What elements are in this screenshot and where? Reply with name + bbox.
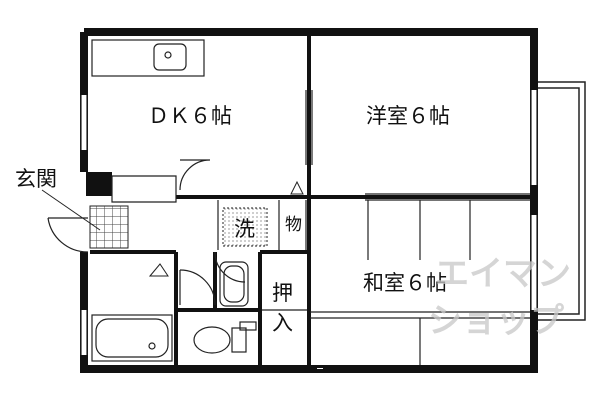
wash-label: 洗 [234, 217, 255, 241]
window-frames [80, 90, 538, 355]
washer-space [222, 207, 268, 247]
watermark-line1: エイマン [435, 254, 571, 294]
pillar [86, 172, 112, 196]
toilet [193, 321, 257, 354]
storage-mark [290, 180, 304, 195]
room-label-dk: ＤＫ６帖 [148, 104, 232, 128]
bathtub [91, 314, 173, 362]
closet-label-top: 押 [272, 281, 293, 305]
room-label-western: 洋室６帖 [366, 104, 450, 128]
hall-mark [148, 263, 169, 277]
entrance-step [111, 175, 177, 203]
room-label-japanese: 和室６帖 [363, 271, 447, 295]
entrance-tiles [89, 205, 129, 249]
vanity [219, 261, 249, 307]
entrance-label: 玄関 [15, 167, 57, 191]
sliding-doors [217, 90, 530, 365]
windows [81, 90, 537, 369]
storage-label: 物 [285, 215, 302, 235]
entrance-leader [41, 189, 101, 231]
kitchen-counter [91, 39, 205, 77]
watermark-line2: ショップ [428, 301, 564, 341]
interior-walls [90, 34, 534, 367]
balcony [530, 81, 586, 321]
closet-label-bottom: 入 [272, 311, 293, 335]
